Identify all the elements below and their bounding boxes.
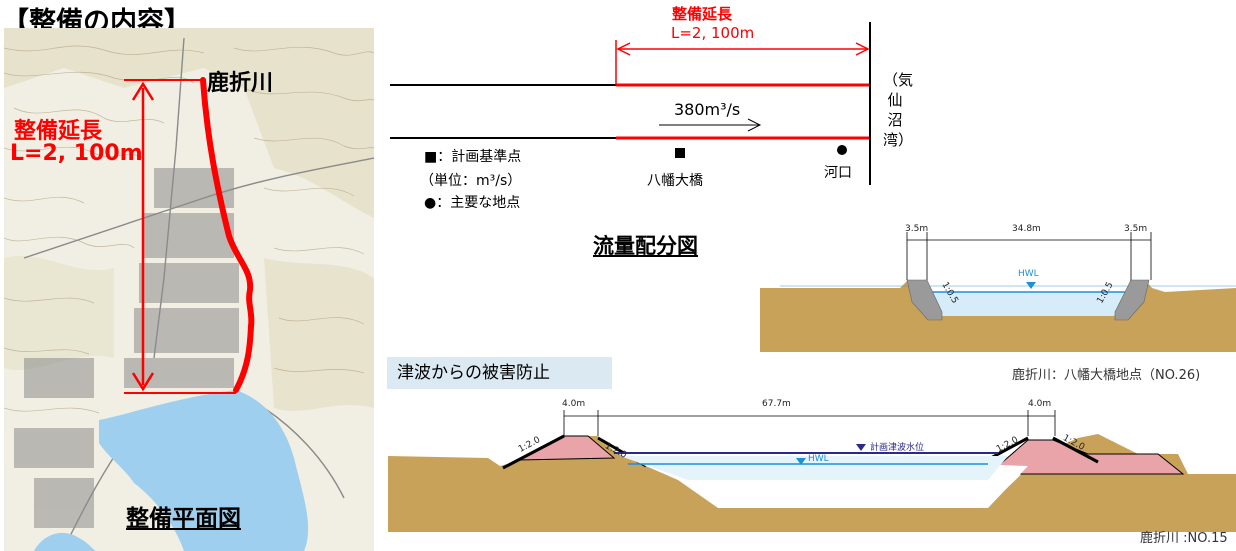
legend-unit: （単位：m³/s） bbox=[420, 173, 522, 189]
schematic-length-value: L=2, 100m bbox=[671, 24, 755, 42]
upper-dim-center: 34.8m bbox=[1012, 224, 1041, 234]
map-caption: 整備平面図 bbox=[126, 506, 241, 532]
upper-section-caption: 鹿折川：八幡大橋地点（NO.26) bbox=[1012, 368, 1201, 383]
lower-section-caption: 鹿折川 :NO.15 bbox=[1140, 531, 1228, 546]
schematic-length-title: 整備延長 bbox=[672, 5, 733, 23]
legend-circle: ●：主要な地点 bbox=[424, 195, 521, 211]
flow-schematic bbox=[390, 22, 871, 185]
legend-square: ■：計画基準点 bbox=[424, 149, 522, 165]
cross-section-lower bbox=[388, 410, 1236, 532]
mouth-label: 河口 bbox=[824, 165, 852, 181]
cross-section-upper bbox=[760, 232, 1236, 352]
lower-tsunami-level-label: 計画津波水位 bbox=[870, 443, 925, 453]
topographic-map bbox=[4, 28, 374, 551]
lower-dim-right: 4.0m bbox=[1028, 399, 1052, 409]
bridge-label: 八幡大橋 bbox=[647, 173, 703, 189]
lower-dim-center: 67.7m bbox=[762, 399, 791, 409]
upper-hwl-label: HWL bbox=[1018, 269, 1039, 279]
map-length-value: L=2, 100m bbox=[10, 141, 143, 166]
tsunami-protection-label: 津波からの被害防止 bbox=[387, 357, 612, 389]
lower-dim-left: 4.0m bbox=[562, 399, 586, 409]
upper-dim-right: 3.5m bbox=[1124, 224, 1148, 234]
upper-dim-left: 3.5m bbox=[905, 224, 929, 234]
flow-diagram-caption: 流量配分図 bbox=[593, 234, 698, 258]
map-length-title: 整備延長 bbox=[14, 119, 103, 144]
flow-value: 380m³/s bbox=[674, 100, 741, 119]
map-river-label: 鹿折川 bbox=[207, 71, 274, 96]
lower-hwl-label: HWL bbox=[808, 454, 829, 464]
bay-label: （気仙沼湾） bbox=[883, 71, 914, 149]
